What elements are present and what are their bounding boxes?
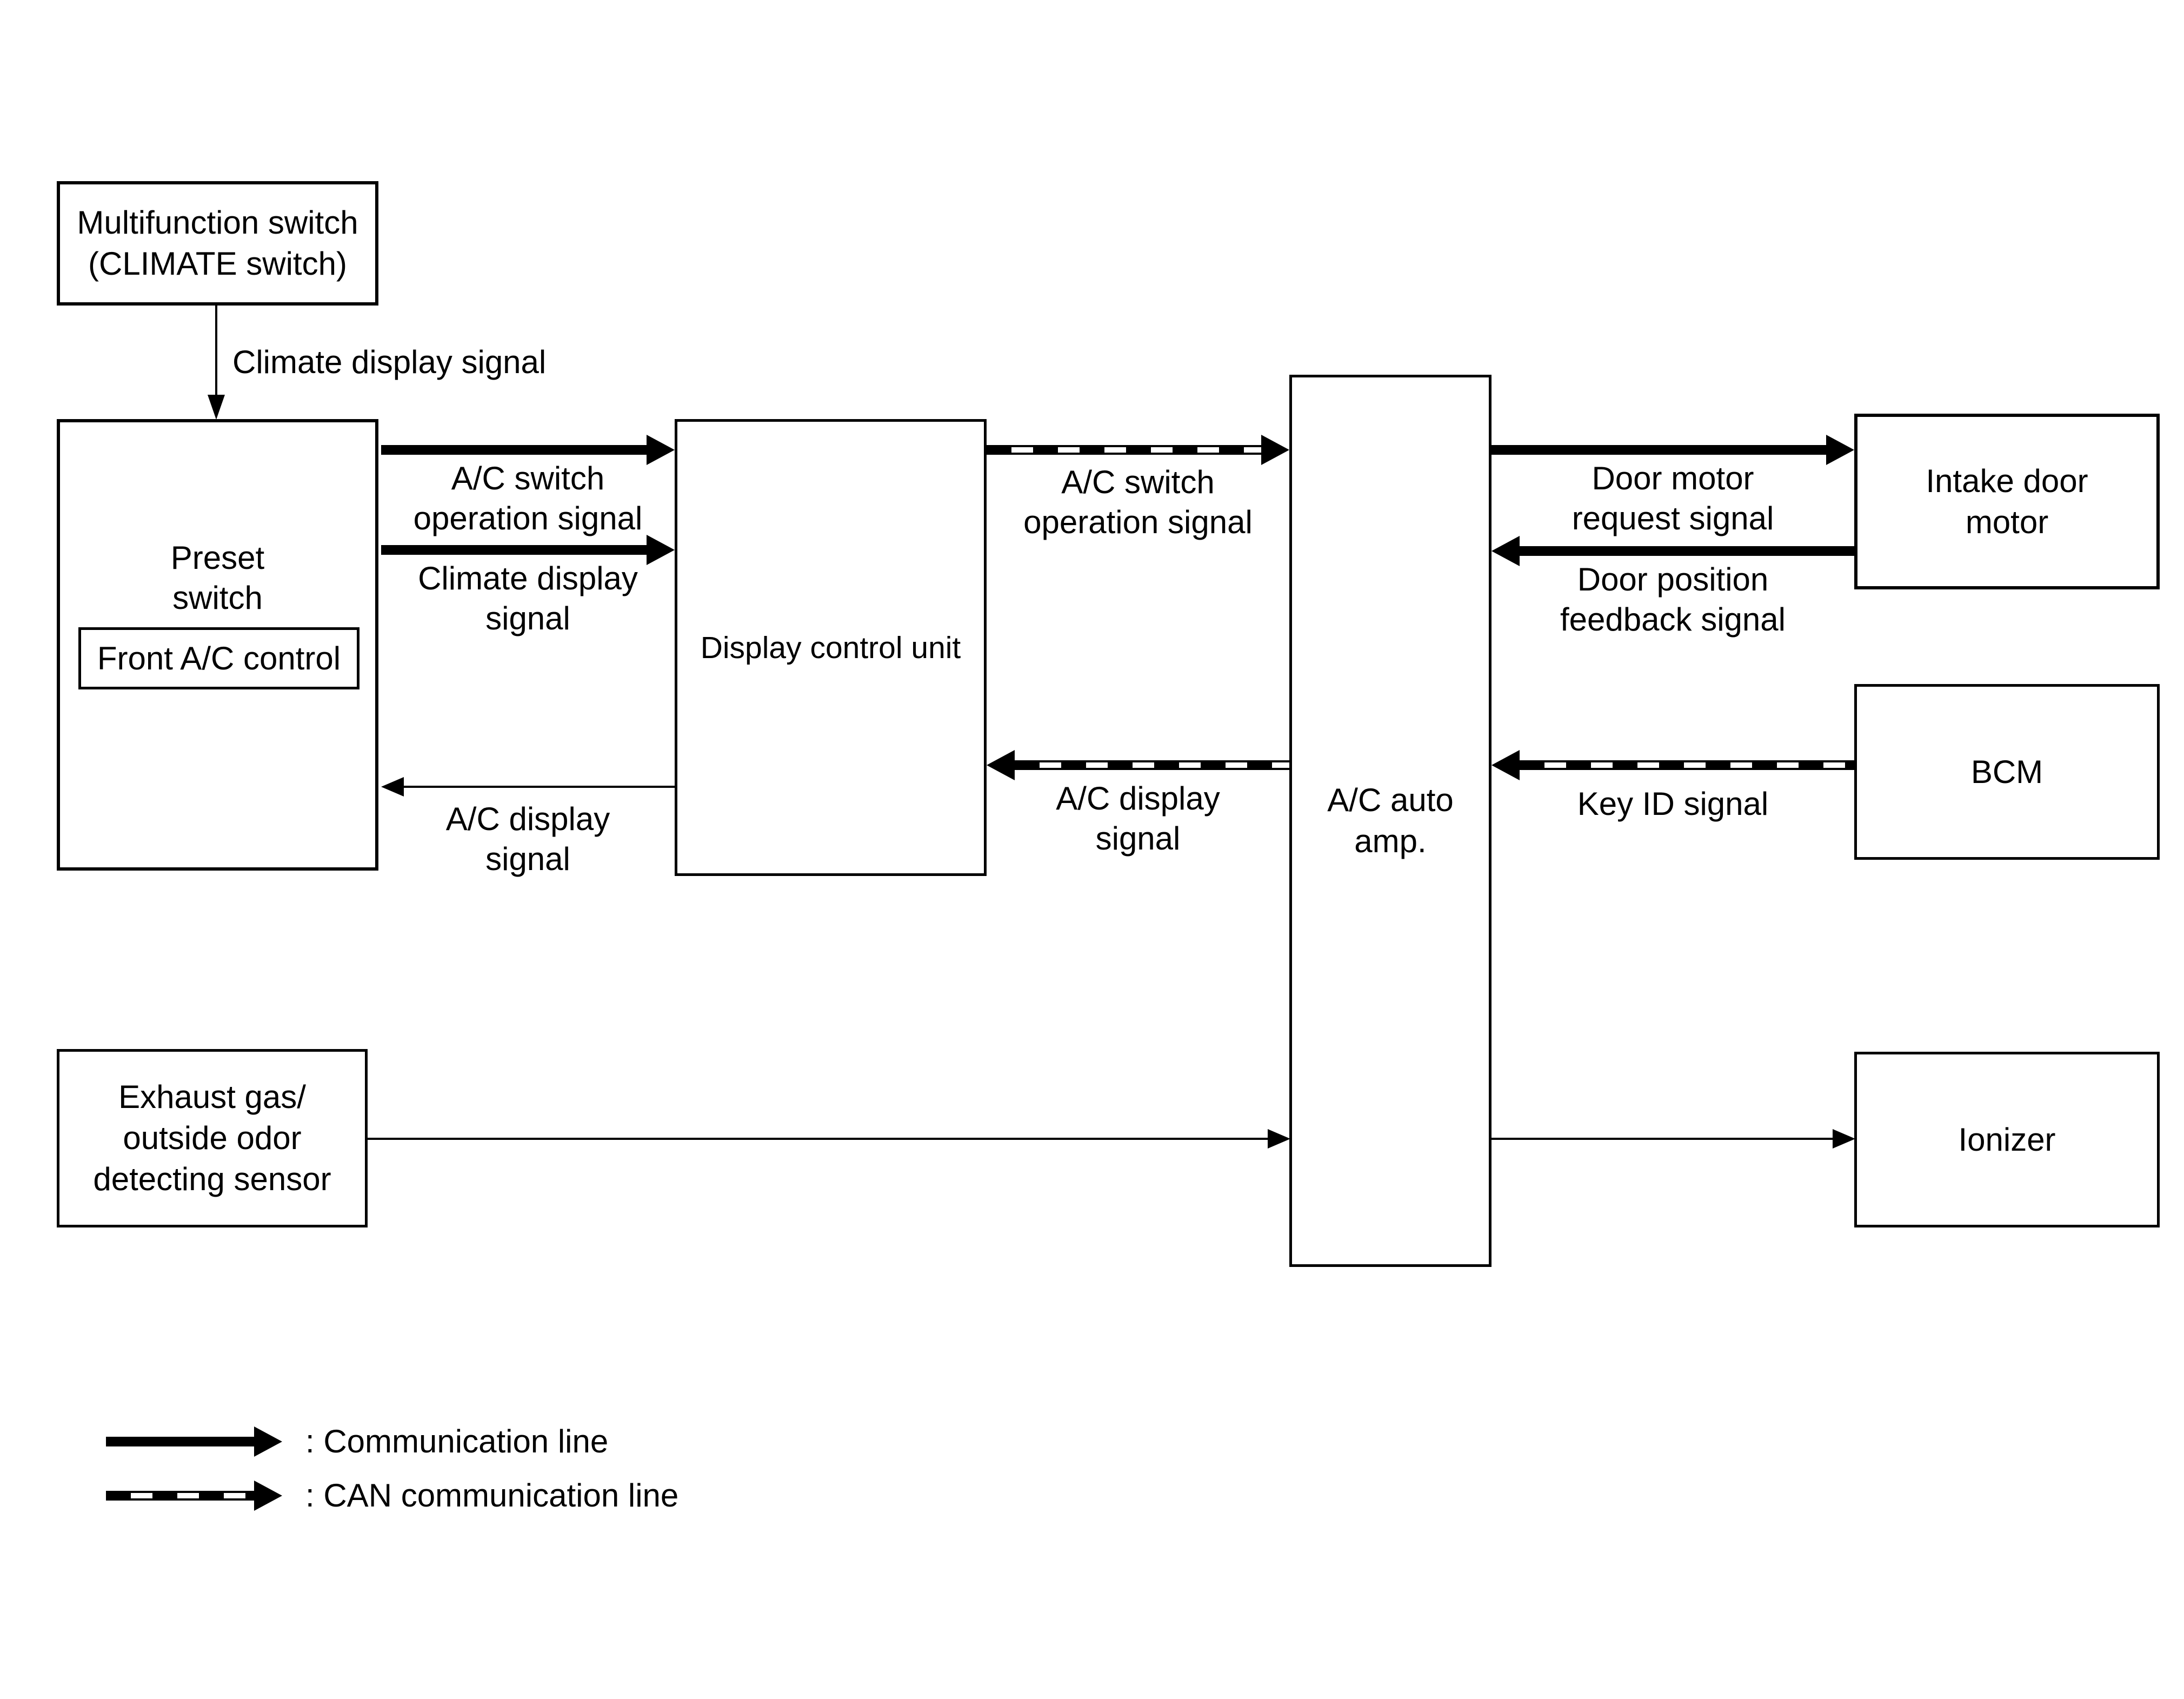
arrowhead-left-icon (381, 777, 404, 797)
ac-switch-operation-can-label: A/C switch operation signal (1023, 464, 1253, 540)
arrow-shaft (215, 306, 217, 396)
arrowhead-right-icon (647, 435, 675, 465)
intake-door-motor-label: Intake door motor (1926, 462, 2088, 540)
arrowhead-right-icon (1261, 435, 1289, 465)
arrow-shaft (1491, 445, 1826, 455)
ionizer-label: Ionizer (1958, 1121, 2056, 1158)
arrow-shaft (381, 545, 647, 555)
arrow-shaft (368, 1138, 1268, 1140)
arrowhead-left-icon (987, 750, 1015, 780)
arrowhead-left-icon (1491, 750, 1520, 780)
arrow-shaft (403, 786, 675, 788)
legend-solid-arrow-icon (106, 1437, 254, 1446)
climate-display-left-label: Climate display signal (418, 560, 638, 636)
arrowhead-right-icon (1268, 1129, 1290, 1149)
exhaust-sensor-box: Exhaust gas/ outside odor detecting sens… (57, 1049, 368, 1227)
legend-can-communication-line-label: : CAN communication line (305, 1477, 679, 1514)
arrow-shaft-can (1520, 760, 1854, 770)
bcm-box: BCM (1854, 684, 2160, 860)
arrow-shaft-can (1015, 760, 1289, 770)
front-ac-control-box: Front A/C control (78, 627, 359, 689)
ac-auto-amp-box: A/C auto amp. (1289, 375, 1491, 1267)
key-id-label: Key ID signal (1577, 786, 1769, 822)
arrowhead-right-icon (1826, 435, 1854, 465)
display-control-unit-box: Display control unit (675, 419, 987, 876)
ac-switch-operation-left-label: A/C switch operation signal (413, 460, 643, 536)
preset-switch-label: Preset switch (170, 540, 265, 616)
ac-display-left-label: A/C display signal (445, 801, 610, 877)
exhaust-sensor-label: Exhaust gas/ outside odor detecting sens… (93, 1079, 331, 1197)
arrowhead-left-icon (1491, 536, 1520, 566)
ac-auto-amp-label: A/C auto amp. (1327, 782, 1454, 859)
arrowhead-right-icon (254, 1481, 282, 1511)
bcm-label: BCM (1970, 753, 2043, 790)
multifunction-switch-box: Multifunction switch (CLIMATE switch) (57, 181, 378, 306)
arrowhead-right-icon (254, 1426, 282, 1457)
arrow-shaft (381, 445, 647, 455)
multifunction-switch-label: Multifunction switch (CLIMATE switch) (77, 204, 358, 282)
ac-display-can-label: A/C display signal (1056, 780, 1220, 857)
door-position-feedback-label: Door position feedback signal (1560, 561, 1786, 638)
arrow-shaft-can (987, 445, 1261, 455)
arrow-shaft (1491, 1138, 1833, 1140)
climate-display-top-label: Climate display signal (232, 344, 547, 380)
arrowhead-down-icon (208, 395, 225, 420)
display-control-unit-label: Display control unit (700, 630, 961, 665)
intake-door-motor-box: Intake door motor (1854, 414, 2160, 589)
legend-can-arrow-icon (106, 1491, 254, 1501)
arrowhead-right-icon (1833, 1129, 1855, 1149)
legend-communication-line-label: : Communication line (305, 1423, 609, 1459)
arrow-shaft (1520, 546, 1854, 556)
ionizer-box: Ionizer (1854, 1052, 2160, 1227)
front-ac-control-label: Front A/C control (97, 640, 341, 676)
arrowhead-right-icon (647, 535, 675, 565)
door-motor-request-label: Door motor request signal (1572, 460, 1774, 536)
